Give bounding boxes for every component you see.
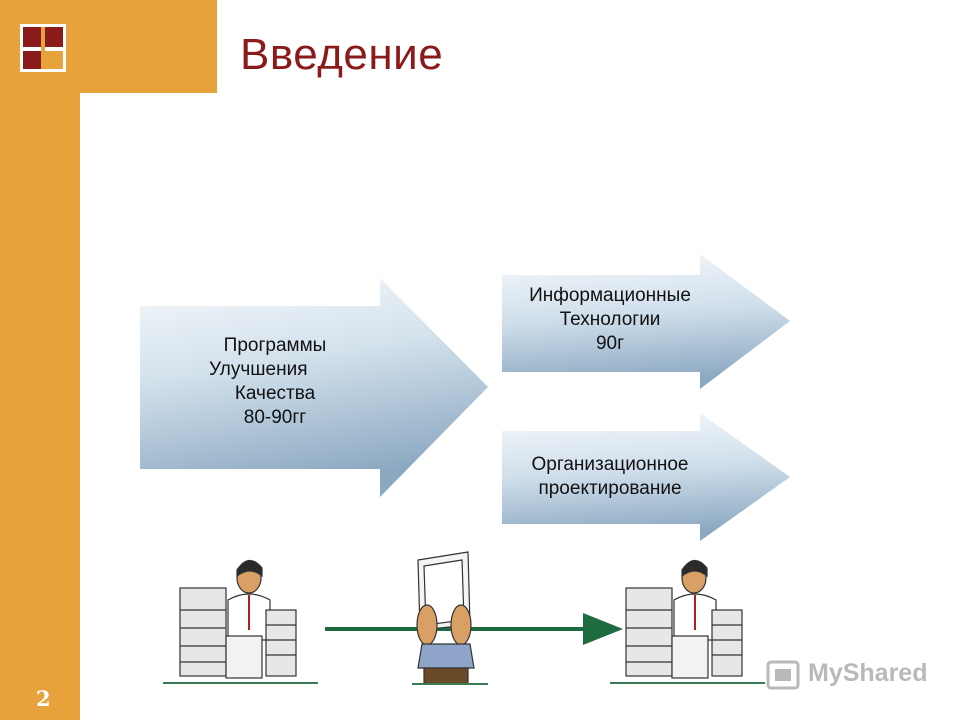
it-line-1: Информационные bbox=[529, 285, 691, 306]
quality-arrow-label: Программы Улучшения Качества 80-90гг bbox=[190, 334, 360, 431]
org-line-2: проектирование bbox=[538, 478, 682, 500]
watermark-text: MyShared bbox=[808, 659, 928, 687]
office-worker-left-icon bbox=[163, 559, 318, 684]
page-number: 2 bbox=[36, 686, 51, 711]
watermark-icon bbox=[766, 660, 800, 690]
logo-icon bbox=[20, 24, 66, 72]
office-worker-right-icon bbox=[610, 559, 765, 684]
quality-line-3: Качества bbox=[234, 383, 316, 405]
quality-line-4: 80-90гг bbox=[243, 407, 307, 429]
person-with-papers-icon bbox=[412, 551, 488, 685]
quality-line-2: Улучшения bbox=[209, 359, 308, 381]
org-line-1: Организационное bbox=[531, 454, 689, 475]
org-arrow bbox=[502, 413, 790, 541]
org-arrow-label: Организационное проектирование bbox=[500, 453, 720, 501]
it-line-3: 90г bbox=[595, 333, 625, 355]
left-accent-band bbox=[0, 0, 80, 720]
quality-line-1: Программы bbox=[223, 335, 327, 356]
it-arrow-label: Информационные Технологии 90г bbox=[500, 284, 720, 356]
quality-arrow bbox=[140, 278, 488, 497]
it-arrow bbox=[502, 254, 790, 389]
it-line-2: Технологии bbox=[559, 309, 661, 331]
slide-title: Введение bbox=[240, 30, 444, 79]
